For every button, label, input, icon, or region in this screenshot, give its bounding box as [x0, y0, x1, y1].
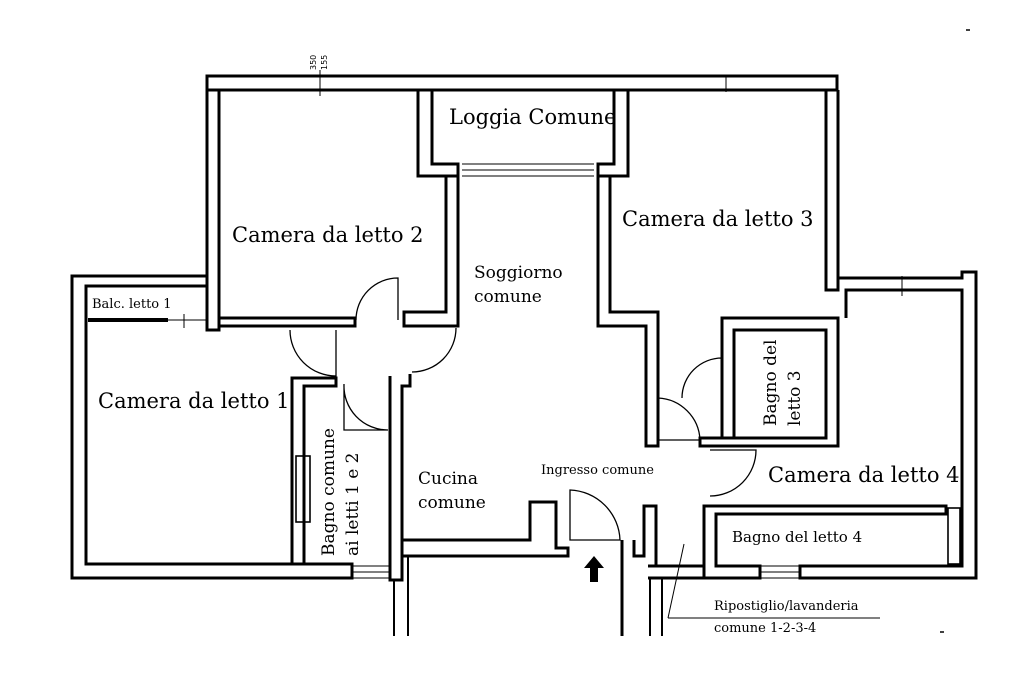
label-living-2: comune: [474, 287, 542, 307]
door-bed3: [657, 397, 701, 441]
label-bed3: Camera da letto 3: [622, 207, 814, 231]
bath12-right-wall: [388, 374, 412, 582]
bath4-walls: [702, 504, 948, 580]
label-bath4: Bagno del letto 4: [732, 528, 862, 546]
label-bed2: Camera da letto 2: [232, 223, 424, 247]
bath12-fixture: [295, 455, 311, 523]
label-bath3-2: letto 3: [785, 370, 805, 426]
bath4-fixture: [947, 507, 961, 565]
door-bath3: [681, 357, 723, 399]
door-bed2: [355, 277, 399, 321]
storage-leader: [667, 543, 880, 619]
walls: [70, 70, 978, 636]
loggia-walls: [416, 90, 460, 178]
label-entrance: Ingresso comune: [541, 463, 654, 478]
dimension-b: 155: [320, 55, 329, 70]
bottom-window-1: [352, 565, 390, 579]
door-bed4: [709, 449, 757, 497]
top-wall-ticks: [183, 70, 903, 328]
door-living: [411, 327, 457, 373]
bath12-walls: [290, 376, 338, 566]
bed3-left-wall: [596, 176, 660, 448]
top-wall: [205, 74, 839, 92]
loggia-window: [462, 163, 594, 177]
label-loggia: Loggia Comune: [449, 105, 617, 129]
door-bath12: [343, 383, 389, 431]
bath3-walls: [698, 316, 840, 448]
bottom-window-2: [760, 565, 800, 579]
entrance-right-wall: [620, 504, 658, 636]
label-kitchen-1: Cucina: [418, 469, 478, 489]
entrance-arrow-icon: [584, 556, 604, 582]
loggia-walls-right: [596, 90, 630, 178]
label-bath3-1: Bagno del: [761, 340, 781, 426]
label-living-1: Soggiorno: [474, 263, 563, 283]
dimension-a: 350: [309, 55, 318, 70]
bed2-right-wall: [402, 176, 460, 328]
label-balcony: Balc. letto 1: [92, 297, 172, 312]
label-kitchen-2: comune: [418, 493, 486, 513]
door-bed1: [289, 329, 337, 377]
bed3-right-wall: [824, 90, 840, 292]
bed2-bottom-wall: [219, 316, 357, 328]
label-bath12-1: Bagno comune: [319, 428, 339, 556]
label-bed4: Camera da letto 4: [768, 463, 960, 487]
bed2-left-wall: [205, 76, 221, 332]
storage-walls: [648, 564, 706, 580]
label-bath12-2: ai letti 1 e 2: [343, 453, 363, 556]
label-storage-2: comune 1-2-3-4: [714, 621, 816, 636]
label-bed1: Camera da letto 1: [98, 389, 290, 413]
kitchen-bottom-wall: [402, 500, 570, 558]
door-entrance: [569, 489, 621, 541]
doors: [289, 277, 757, 541]
label-storage-1: Ripostiglio/lavanderia: [714, 599, 859, 614]
bed1-outer-wall: [70, 274, 354, 580]
